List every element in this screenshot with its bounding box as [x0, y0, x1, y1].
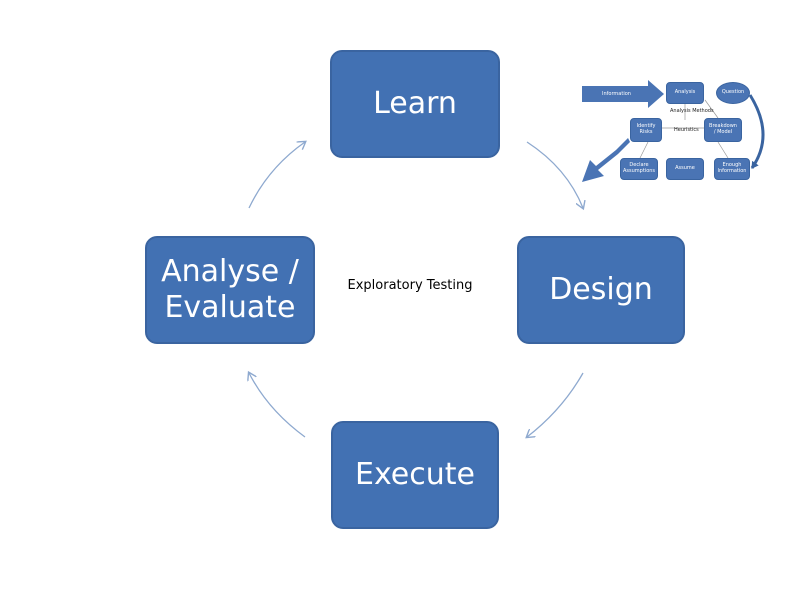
inset-analysis-box: Analysis — [666, 82, 704, 104]
center-label: Exploratory Testing — [347, 278, 473, 293]
inset-enough-information-box: Enough Information — [714, 158, 750, 180]
arrow-learn-to-design — [526, 141, 583, 208]
inset-question-bubble: Question — [716, 82, 750, 104]
inset-test-output-arrow — [582, 138, 630, 182]
design-node: Design — [517, 236, 685, 344]
inset-breakdown-box: Breakdown / Model — [704, 118, 742, 142]
inset-analysis-methods-label: Analysis Methods — [670, 108, 714, 114]
learn-label: Learn — [373, 86, 457, 121]
inset-information-label: Information — [602, 91, 631, 97]
arrow-analyse-to-learn — [248, 142, 305, 209]
inset-assume-box: Assume — [666, 158, 704, 180]
inset-information-arrow — [582, 80, 664, 108]
inset-heuristics-label: Heuristics — [674, 127, 699, 133]
design-label: Design — [549, 272, 653, 307]
analyse-evaluate-node: Analyse / Evaluate — [145, 236, 315, 344]
analyse-evaluate-label: Analyse / Evaluate — [161, 254, 299, 325]
inset-curved-arrow — [748, 94, 765, 169]
inset-declare-assumptions-box: Declare Assumptions — [620, 158, 658, 180]
arrow-execute-to-analyse — [249, 373, 306, 438]
execute-label: Execute — [355, 457, 475, 492]
execute-node: Execute — [331, 421, 499, 529]
inset-identify-risks-box: Identify Risks — [630, 118, 662, 142]
arrow-design-to-execute — [527, 372, 584, 437]
learn-node: Learn — [330, 50, 500, 158]
